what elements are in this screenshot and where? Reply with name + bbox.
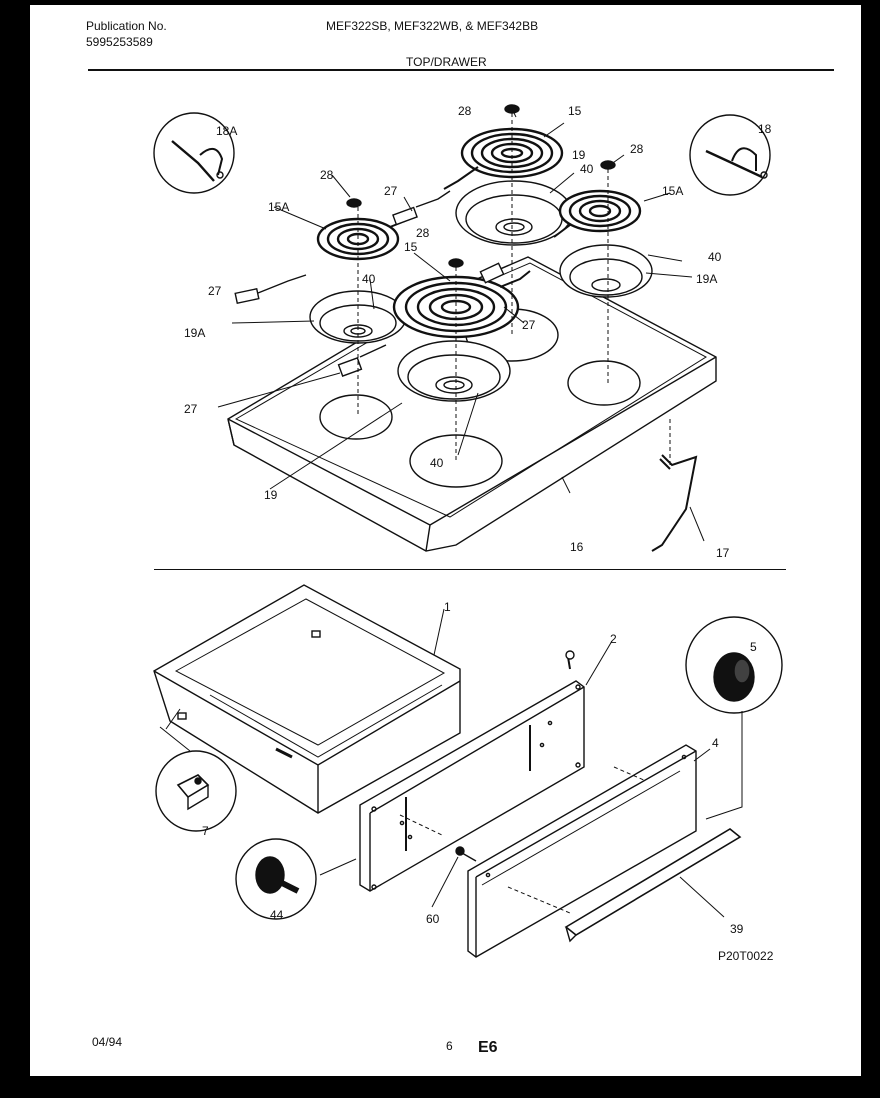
- surface-element-15-rear: [443, 127, 564, 190]
- exploded-parts-diagram: 18A 18 28 15 19 40 28 15A 27 28 15A 28 1…: [153, 104, 783, 963]
- footer-section-code: E6: [478, 1039, 498, 1056]
- rear-brace-17: [651, 454, 698, 552]
- callout-18: 18: [758, 122, 772, 136]
- drawer-front-4: [467, 744, 697, 958]
- callout-28-rear: 28: [458, 104, 472, 118]
- section-divider: [154, 569, 786, 570]
- callout-27-left: 27: [208, 284, 222, 298]
- callout-5: 5: [750, 640, 757, 654]
- drawer-guide-lines: [399, 766, 647, 914]
- callout-27-front: 27: [184, 402, 198, 416]
- callout-19-front: 19: [264, 488, 278, 502]
- callout-15-rear: 15: [568, 104, 582, 118]
- callout-7: 7: [202, 824, 209, 838]
- section-title: TOP/DRAWER: [406, 55, 487, 69]
- parts-sheet: Publication No. 5995253589 MEF322SB, MEF…: [30, 5, 861, 1076]
- receptacle-27-left: [234, 274, 307, 305]
- callout-15A-left: 15A: [268, 200, 289, 214]
- callout-16: 16: [570, 540, 584, 554]
- detail-circle-7: [155, 750, 237, 832]
- callout-1: 1: [444, 600, 451, 614]
- callout-2: 2: [610, 632, 617, 646]
- receptacle-27-rear: [392, 190, 451, 226]
- callout-27-center: 27: [522, 318, 536, 332]
- callout-60: 60: [426, 912, 440, 926]
- drip-bowl-19-front: [397, 340, 511, 402]
- drip-bowl-19A-right: [559, 244, 653, 298]
- surface-element-15A-right: [553, 189, 642, 238]
- callout-28-left: 28: [320, 168, 334, 182]
- callout-40-front: 40: [430, 456, 444, 470]
- footer-page-number: 6: [446, 1039, 453, 1053]
- detail-circle-18: [689, 114, 771, 196]
- callout-44: 44: [270, 908, 284, 922]
- leader-lines-top: [217, 108, 705, 542]
- callout-19-rear: 19: [572, 148, 586, 162]
- receptacle-27-front: [337, 344, 387, 377]
- detail-circle-5: [685, 616, 783, 714]
- callout-40-right: 40: [708, 250, 722, 264]
- screw-28-front: [448, 258, 464, 268]
- header-rule: [88, 69, 834, 71]
- callout-40-left: 40: [362, 272, 376, 286]
- drawer-panel-2: [359, 650, 585, 892]
- leader-lines-drawer: [159, 608, 743, 918]
- screw-28-right: [600, 160, 616, 170]
- callout-40-rear: 40: [580, 162, 594, 176]
- callout-4: 4: [712, 736, 719, 750]
- screw-28-left: [346, 198, 362, 208]
- publication-number: 5995253589: [86, 35, 153, 49]
- screw-60: [455, 846, 477, 862]
- drawer-body-1: [153, 584, 461, 814]
- callout-19A-right: 19A: [696, 272, 717, 286]
- callout-18A: 18A: [216, 124, 237, 138]
- assembly-guide-lines: [357, 113, 671, 467]
- callout-19A-left: 19A: [184, 326, 205, 340]
- receptacle-27-center: [479, 262, 505, 284]
- callout-39: 39: [730, 922, 744, 936]
- model-numbers: MEF322SB, MEF322WB, & MEF342BB: [326, 19, 539, 33]
- publication-label: Publication No.: [86, 19, 167, 33]
- callout-28-front: 28: [416, 226, 430, 240]
- callout-17: 17: [716, 546, 730, 560]
- callout-27-rear: 27: [384, 184, 398, 198]
- callout-labels: 18A 18 28 15 19 40 28 15A 27 28 15A 28 1…: [184, 104, 774, 963]
- callout-15A-right: 15A: [662, 184, 683, 198]
- drawer-handle-39: [564, 828, 742, 943]
- callout-28-right: 28: [630, 142, 644, 156]
- figure-code: P20T0022: [718, 949, 774, 963]
- detail-circle-18A: [153, 112, 235, 194]
- callout-15-front: 15: [404, 240, 418, 254]
- detail-circle-44: [235, 838, 317, 920]
- footer-date: 04/94: [92, 1035, 123, 1049]
